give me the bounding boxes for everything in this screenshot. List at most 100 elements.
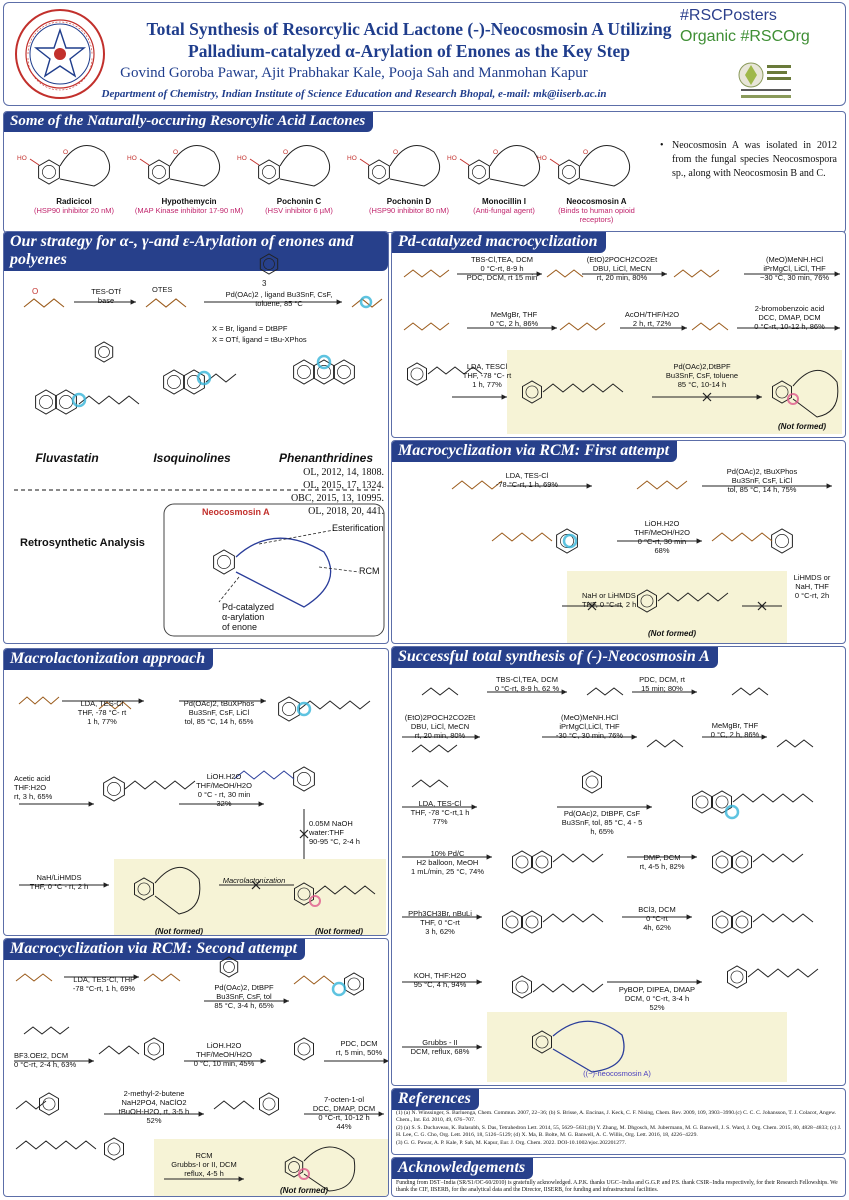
arrow-head xyxy=(691,689,697,695)
ts-step-13: PyBOP, DIPEA, DMAP DCM, 0 °C-rt, 3-4 h 5… xyxy=(618,985,696,1012)
arrow-head xyxy=(551,325,557,331)
benzene-ring xyxy=(407,362,427,386)
benzene-ring xyxy=(772,380,792,404)
keto-acid-chain xyxy=(532,983,604,993)
bromobenzoate-chain xyxy=(427,366,483,375)
pd-step-1: TBS-Cl,TEA, DCM 0 °C-rt, 8-9 h PDC, DCM,… xyxy=(466,255,538,282)
retro-disconnection-rcm xyxy=(318,566,360,573)
aromatic-circle xyxy=(152,165,166,179)
ts-step-8: 10% Pd/C H2 balloon, MeOH 1 mL/min, 25 °… xyxy=(410,849,485,876)
aromatic-circle xyxy=(42,1097,56,1111)
benzene-ring xyxy=(294,1037,314,1061)
arylation-site-highlight xyxy=(724,804,740,820)
weinreb-chain xyxy=(403,322,450,331)
ml-step-1: LDA, TES-Cl THF, -78 °C- rt 1 h, 77% xyxy=(77,699,127,726)
gamma-site-highlight xyxy=(196,370,212,386)
retro-box xyxy=(163,503,385,637)
arrow-head xyxy=(471,804,477,810)
atom-label-o: O xyxy=(63,149,68,156)
seco-ester-chain xyxy=(747,968,819,978)
macrolactonization-title: Macrolactonization approach xyxy=(4,649,214,670)
atom-label-o: O xyxy=(173,149,178,156)
aromatic-circle xyxy=(775,385,789,399)
citation-4: OL, 2018, 20, 441. xyxy=(308,506,384,517)
arrow-head xyxy=(486,854,492,860)
hydroxyl-bond xyxy=(249,158,260,166)
hydroxyl-bond xyxy=(459,158,470,166)
arrow-head xyxy=(198,1111,204,1117)
citation-3: OBC, 2015, 13, 10995. xyxy=(290,493,384,504)
benzene-ring xyxy=(532,1030,552,1054)
ts-step-6: LDA, TES-Cl THF, -78 °C-rt,1 h 77% xyxy=(410,799,470,826)
authors: Govind Goroba Pawar, Ajit Prabhakar Kale… xyxy=(120,65,588,81)
poster-header: Total Synthesis of Resorcylic Acid Lacto… xyxy=(3,2,846,106)
arrow-head xyxy=(536,271,542,277)
ts-step-9: DMP, DCM rt, 4-5 h, 82% xyxy=(639,853,685,871)
aromatic-circle xyxy=(39,395,53,409)
aromatic-circle xyxy=(715,915,729,929)
highlight-box xyxy=(154,1139,388,1196)
benzene-ring xyxy=(727,965,747,989)
arylation-site-highlight xyxy=(562,533,578,549)
arrow-head xyxy=(378,1111,384,1117)
ts-step-14: Grubbs - II DCM, reflux, 68% xyxy=(410,1038,470,1056)
benzene-ring xyxy=(532,850,552,874)
rcm1-step-2: Pd(OAc)2, tBuXPhos Bu3SnF, CsF, LiCl tol… xyxy=(726,467,798,494)
rcm1-not-formed: (Not formed) xyxy=(648,629,696,638)
aromatic-circle xyxy=(107,782,121,796)
arrow-head xyxy=(686,914,692,920)
macrolactone-ring xyxy=(579,145,631,187)
ts-step-5: MeMgBr, THF 0 °C, 2 h, 86% xyxy=(710,721,760,739)
aromatic-circle xyxy=(735,915,749,929)
aromatic-circle xyxy=(297,365,311,379)
compound-monocillin-i: Monocillin I (Anti-fungal agent) xyxy=(473,197,535,215)
pd-step-4: MeMgBr, THF 0 °C, 2 h, 86% xyxy=(489,310,539,328)
ml-step-6: NaH/LiHMDS THF, 0 °C - rt, 2 h xyxy=(29,873,89,891)
arrow-head xyxy=(238,1176,244,1182)
aromatic-circle xyxy=(640,594,654,608)
ts-step-4: (MeO)MeNH.HCl iPrMgCl,LiCl, THF -30 °C, … xyxy=(555,713,624,740)
citation-2: OL, 2015, 17, 1324. xyxy=(303,480,384,491)
aromatic-circle xyxy=(715,795,729,809)
atom-label-o: O xyxy=(493,149,498,156)
benzene-ring xyxy=(771,528,793,554)
arrow-head xyxy=(834,325,840,331)
retro-tag-esterification: Esterification xyxy=(332,523,384,533)
atom-label-3: 3 xyxy=(262,279,267,288)
diol-chain xyxy=(421,687,459,696)
aromatic-circle xyxy=(297,772,311,786)
affiliation: Department of Chemistry, Indian Institut… xyxy=(101,88,607,100)
pd-macrocyclization-scheme xyxy=(403,269,842,434)
failed-cross xyxy=(702,392,712,402)
reference-3: (3) G. G. Pawar, A. P. Kale, P. Sah, M. … xyxy=(396,1139,627,1146)
rcm2-step-7: 7-octen-1-ol DCC, DMAP, DCM 0 °C-rt, 10-… xyxy=(312,1095,376,1131)
rcm1-step-5: LiHMDS or NaH, THF 0 °C-rt, 2h xyxy=(793,573,831,600)
pd-macrocyclization-panel: Pd-catalyzed macrocyclization TBS-Cl,TEA… xyxy=(391,231,846,438)
ts-step-7: Pd(OAc)2, DtBPF, CsF Bu3SnF, tol, 85 °C,… xyxy=(561,809,643,836)
aromatic-circle xyxy=(372,165,386,179)
aromatic-circle xyxy=(297,887,311,901)
arrow-head xyxy=(631,734,637,740)
arrow-head xyxy=(476,1044,482,1050)
silyl-dienol-chain xyxy=(636,480,688,490)
highlight-box xyxy=(487,1012,787,1082)
aromatic-circle xyxy=(297,1042,311,1056)
arrow-head xyxy=(756,394,762,400)
pd-step-6: 2-bromobenzoic acid DCC, DMAP, DCM 0 °C-… xyxy=(754,304,825,331)
benzene-ring xyxy=(522,380,542,404)
aromatic-circle xyxy=(585,775,599,789)
rcm2-step-5: PDC, DCM rt, 5 min, 50% xyxy=(335,1039,383,1057)
weinreb-chain xyxy=(646,739,684,748)
benzene-ring xyxy=(712,850,732,874)
dithiol-chain xyxy=(23,1026,70,1035)
aromatic-circle xyxy=(515,980,529,994)
silyl-dienol-chain xyxy=(145,298,187,308)
pd-step-3: (MeO)MeNH.HCl iPrMgCl, LiCl, THF −30 °C,… xyxy=(759,255,830,282)
retro-tag-arylation: Pd-catalyzed α-arylation of enone xyxy=(222,602,275,632)
target-macrocycle xyxy=(154,867,201,915)
benzene-ring xyxy=(313,359,335,385)
aromatic-circle xyxy=(472,165,486,179)
arrow-head xyxy=(103,882,109,888)
ml-step-4: LiOH.H2O THF/MeOH/H2O 0 °C - rt, 30 min … xyxy=(196,772,252,808)
